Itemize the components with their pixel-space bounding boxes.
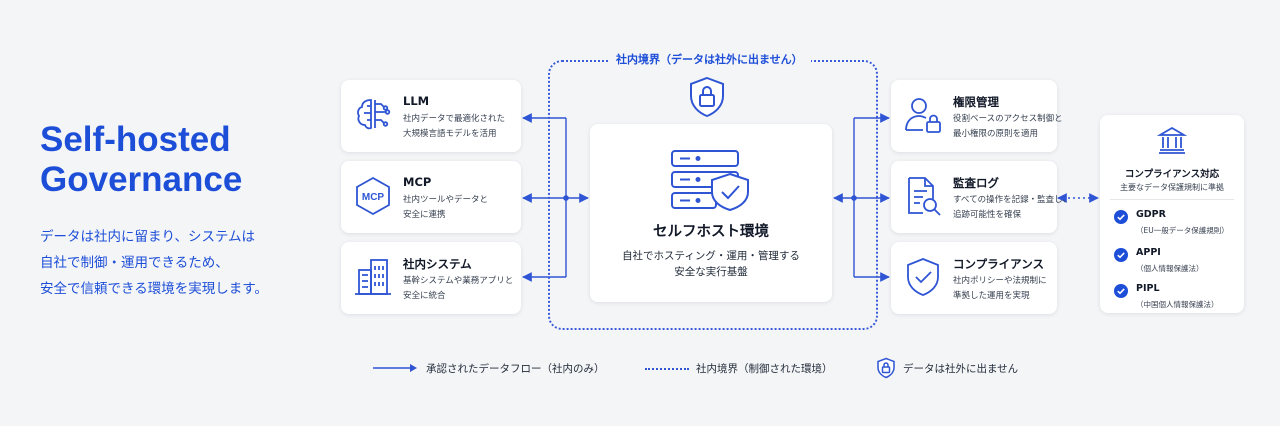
check-circle-icon	[1114, 209, 1128, 228]
card-title: MCP	[403, 175, 432, 189]
card-title: LLM	[403, 94, 430, 108]
hero-description: データは社内に留まり、システムは 自社で制御・運用できるため、 安全で信頼できる…	[40, 224, 340, 302]
check-circle-icon	[1114, 247, 1128, 266]
regulation-sub: （中国個人情報保護法）	[1136, 300, 1219, 309]
legend-flow-label: 承認されたデータフロー（社内のみ）	[426, 363, 605, 375]
mcp-hexagon-icon: MCP	[352, 175, 394, 217]
right-bus-node	[851, 195, 857, 201]
card-desc-line: 最小権限の原則を適用	[953, 129, 1039, 139]
card-mcp: MCP MCP 社内ツールやデータと 安全に連携	[341, 161, 521, 233]
card-desc-line: 役割ベースのアクセス制御と	[953, 114, 1063, 124]
card-self-hosted-environment	[590, 124, 832, 302]
hero-title: Self-hosted Governance	[40, 120, 340, 200]
card-desc-line: 準拠した運用を実現	[953, 291, 1030, 301]
card-description: 社内データで最適化された 大規模言語モデルを活用	[403, 112, 505, 142]
card-desc-line: 安全に統合	[403, 291, 446, 301]
card-desc-line: 基幹システムや業務アプリと	[403, 276, 514, 286]
mcp-icon-text: MCP	[362, 192, 385, 203]
document-search-icon	[903, 175, 943, 217]
card-desc-line: 追跡可能性を確保	[953, 210, 1022, 220]
legend-dotted-line-icon	[645, 368, 689, 370]
legend-lock-label: データは社外に出ません	[903, 363, 1019, 375]
user-lock-icon	[903, 94, 943, 136]
card-title: 監査ログ	[953, 176, 999, 190]
legend-arrow-icon	[373, 364, 417, 372]
shield-check-icon	[903, 256, 943, 298]
regulation-sub: （EU一般データ保護規則）	[1136, 226, 1229, 235]
card-desc-line: 社内データで最適化された	[403, 114, 506, 124]
center-description: 自社でホスティング・運用・管理する 安全な実行基盤	[590, 248, 832, 280]
center-desc-line: 自社でホスティング・運用・管理する	[622, 250, 800, 262]
center-desc-line: 安全な実行基盤	[674, 266, 748, 278]
card-audit-log: 監査ログ すべての操作を記録・監査し、 追跡可能性を確保	[891, 161, 1071, 233]
card-permission-management: 権限管理 役割ベースのアクセス制御と 最小権限の原則を適用	[891, 80, 1063, 152]
regulation-name: PIPL	[1136, 283, 1160, 294]
card-internal-system: 社内システム 基幹システムや業務アプリと 安全に統合	[341, 242, 521, 314]
compliance-panel-title: コンプライアンス対応	[1124, 169, 1220, 180]
card-description: 役割ベースのアクセス制御と 最小権限の原則を適用	[953, 112, 1063, 142]
card-description: すべての操作を記録・監査し、 追跡可能性を確保	[953, 193, 1071, 223]
card-compliance: コンプライアンス 社内ポリシーや法規制に 準拠した運用を実現	[891, 242, 1057, 314]
card-title: コンプライアンス	[953, 257, 1044, 271]
card-desc-line: 社内ポリシーや法規制に	[953, 276, 1047, 286]
center-title: セルフホスト環境	[653, 224, 769, 240]
legend-shield-lock-icon	[876, 357, 896, 379]
regulation-name: APPI	[1136, 247, 1161, 258]
building-icon	[353, 256, 393, 298]
institution-icon	[1157, 125, 1187, 155]
card-desc-line: すべての操作を記録・監査し、	[953, 195, 1072, 205]
hero-desc-line: 安全で信頼できる環境を実現します。	[40, 281, 268, 297]
legend-boundary-label: 社内境界（制御された環境）	[696, 363, 833, 375]
hero-title-line1: Self-hosted	[40, 120, 231, 159]
left-bus-node	[563, 195, 569, 201]
card-desc-line: 安全に連携	[403, 210, 446, 220]
server-shield-icon	[668, 148, 754, 212]
card-description: 基幹システムや業務アプリと 安全に統合	[403, 274, 513, 304]
card-description: 社内ツールやデータと 安全に連携	[403, 193, 488, 223]
shield-lock-icon	[687, 76, 727, 118]
compliance-panel-subtitle: 主要なデータ保護規制に準拠	[1120, 183, 1224, 192]
hero-desc-line: 自社で制御・運用できるため、	[40, 255, 229, 271]
brain-circuit-icon	[353, 94, 393, 134]
card-desc-line: 大規模言語モデルを活用	[403, 129, 497, 139]
card-description: 社内ポリシーや法規制に 準拠した運用を実現	[953, 274, 1047, 304]
hero-title-line2: Governance	[40, 160, 243, 199]
card-llm: LLM 社内データで最適化された 大規模言語モデルを活用	[341, 80, 521, 152]
compliance-divider	[1110, 199, 1234, 200]
boundary-label: 社内境界（データは社外に出ません）	[608, 51, 811, 67]
card-desc-line: 社内ツールやデータと	[403, 195, 489, 205]
regulation-name: GDPR	[1136, 209, 1166, 220]
hero-desc-line: データは社内に留まり、システムは	[40, 229, 256, 245]
compliance-panel: コンプライアンス対応 主要なデータ保護規制に準拠 GDPR （EU一般データ保護…	[1100, 115, 1244, 313]
check-circle-icon	[1114, 283, 1128, 302]
card-title: 社内システム	[403, 257, 472, 271]
regulation-sub: （個人情報保護法）	[1136, 264, 1204, 273]
card-title: 権限管理	[953, 95, 999, 109]
